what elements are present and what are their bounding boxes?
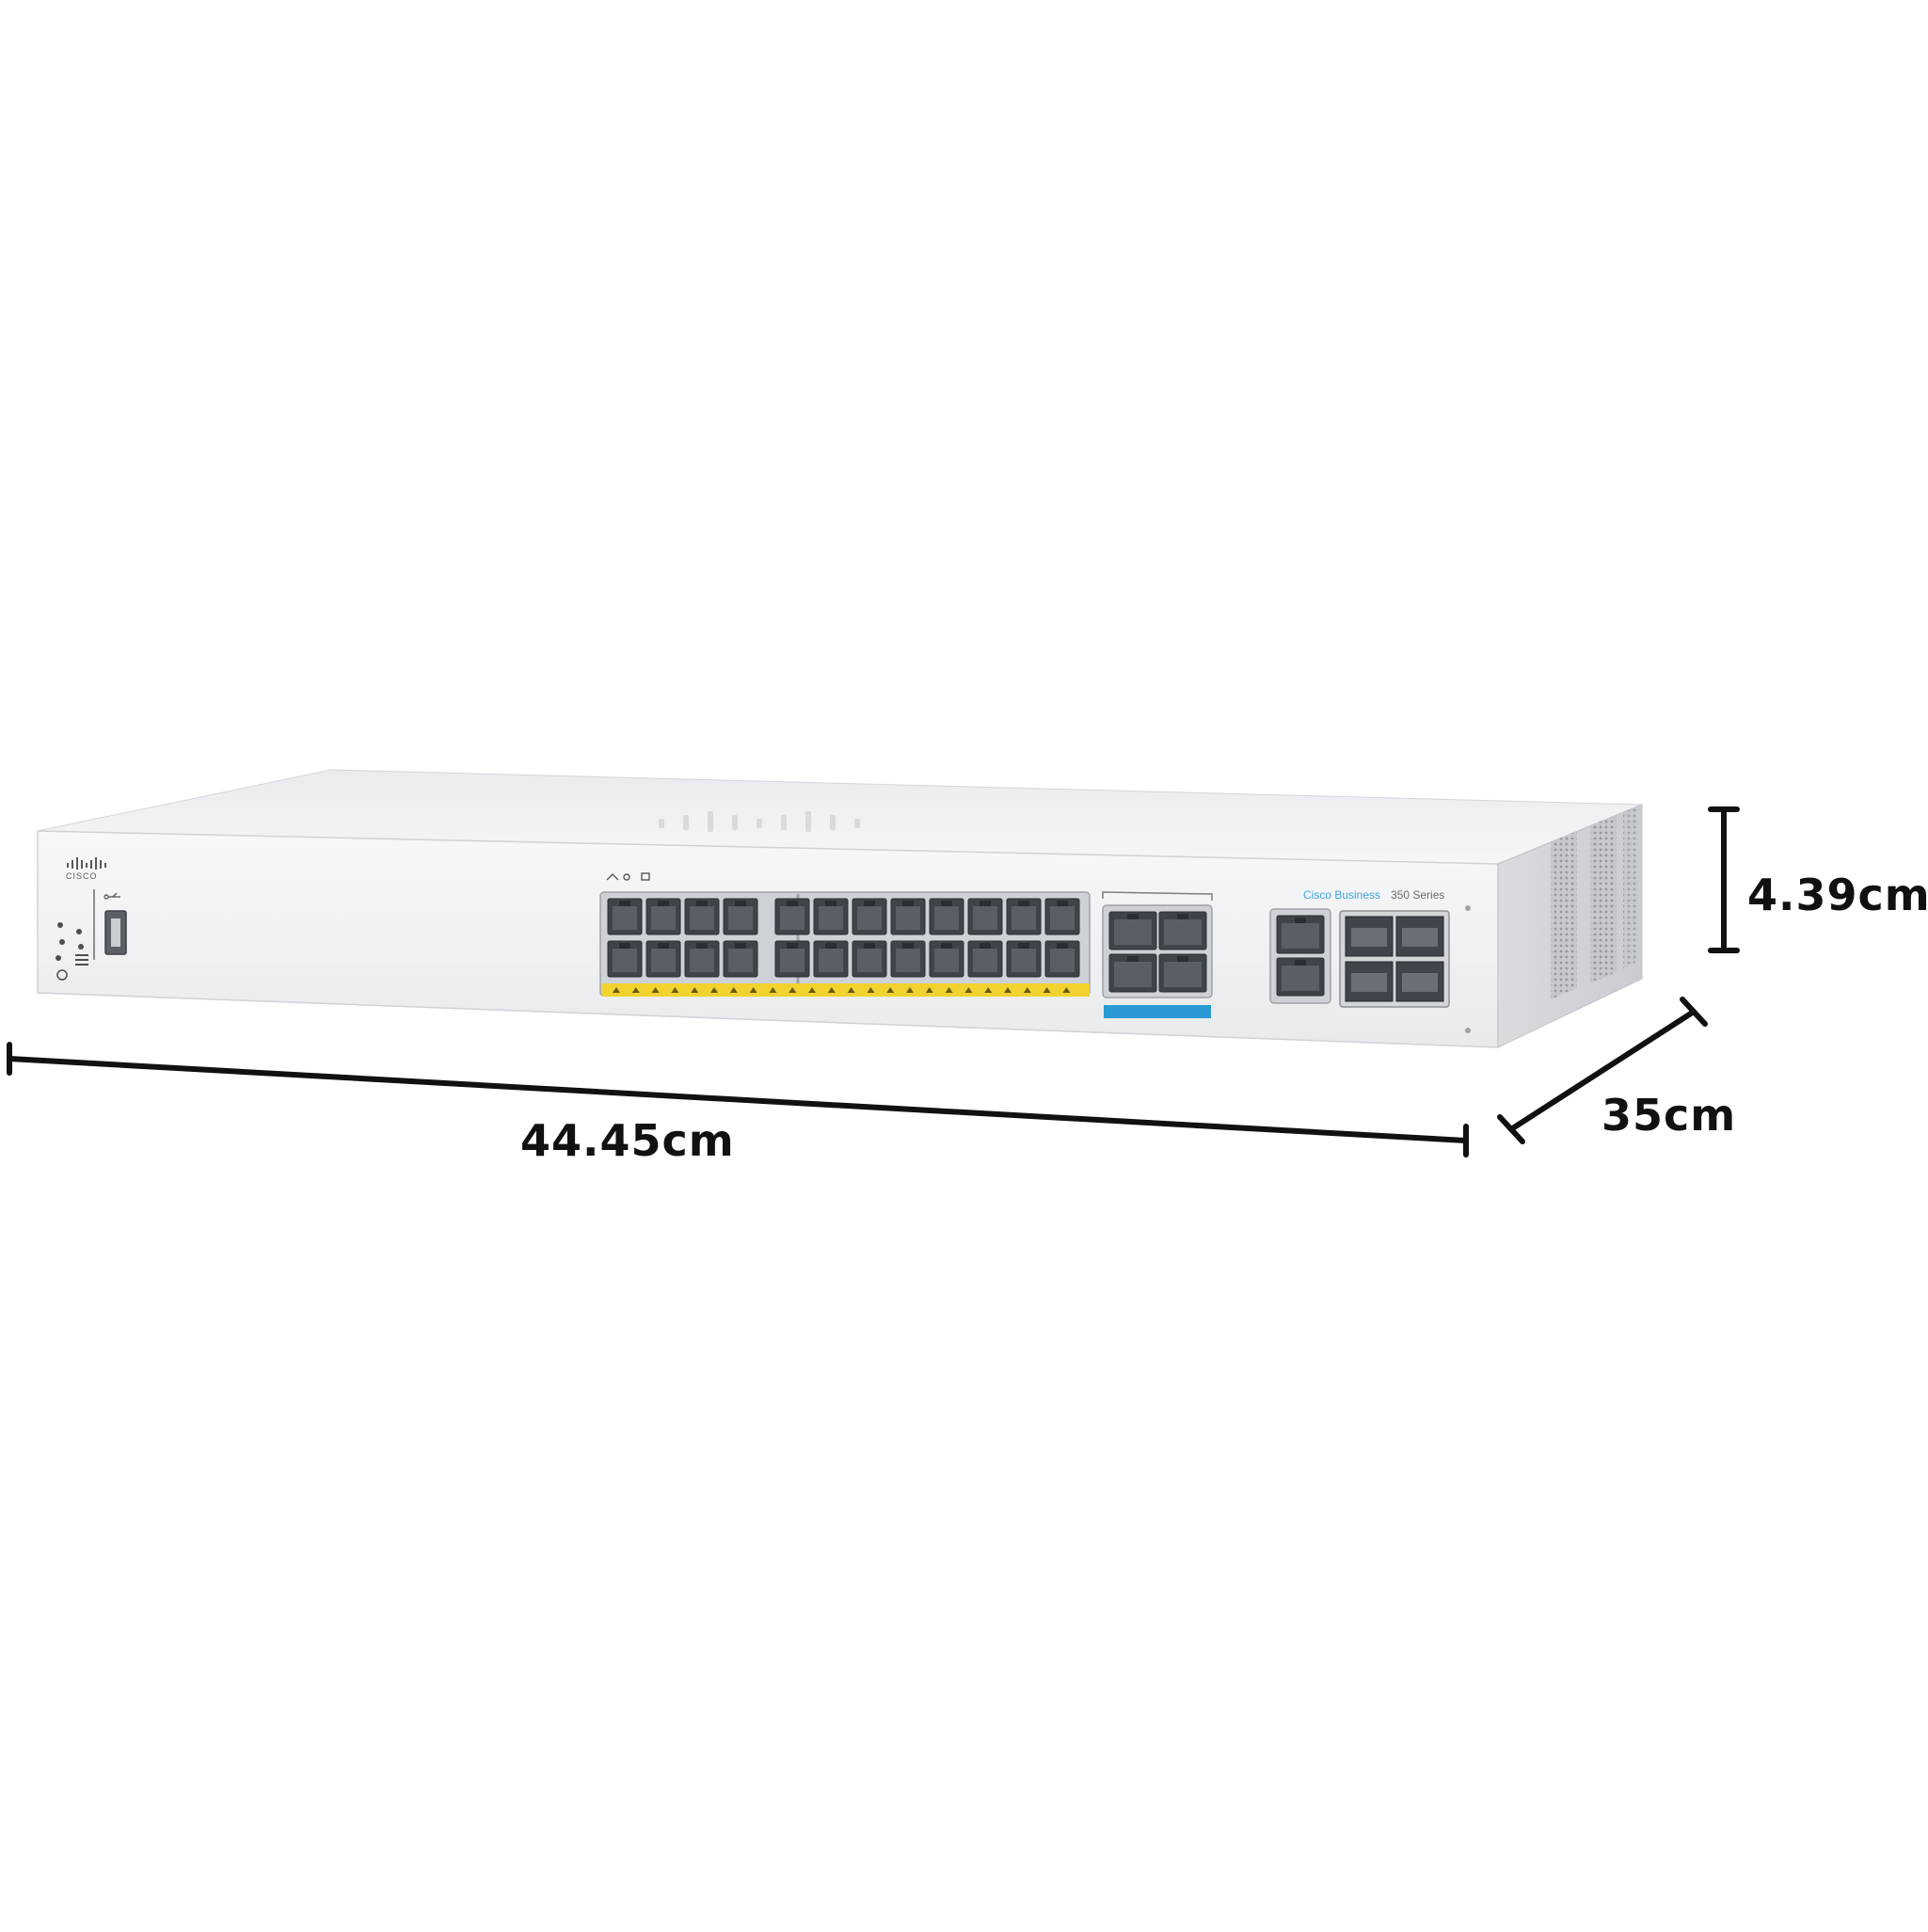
vent-grille-icon — [1590, 815, 1617, 983]
height-dimension-label: 4.39cm — [1747, 870, 1928, 920]
height-dimension-line — [1708, 806, 1740, 953]
poe-port-marker — [769, 987, 777, 993]
rj45-port-icon — [645, 898, 681, 935]
poe-port-marker — [1004, 987, 1012, 993]
poe-port-marker — [867, 987, 875, 993]
rj45-port-icon — [1276, 915, 1325, 954]
rj45-port-icon — [684, 898, 720, 935]
front-screw-icon — [1465, 905, 1471, 911]
rj45-port-icon — [1108, 911, 1157, 950]
poe-port-marker — [964, 987, 973, 993]
vent-grille-icon — [1623, 806, 1637, 968]
sfp-port-icon — [1395, 916, 1444, 957]
poe-port-marker — [1062, 987, 1071, 993]
poe-port-marker — [631, 987, 640, 993]
rj45-port-icon — [1108, 953, 1157, 993]
front-screw-icon — [1465, 1028, 1471, 1033]
poe-port-marker — [1023, 987, 1031, 993]
poe-port-marker — [1043, 987, 1051, 993]
rj45-port-icon — [967, 940, 1003, 978]
port-header-icons — [606, 872, 650, 881]
rj45-port-icon — [929, 940, 964, 978]
poe-port-marker — [984, 987, 993, 993]
rj45-port-icon — [1006, 940, 1042, 978]
usb-symbol-icon — [104, 892, 120, 900]
rj45-port-group-uplink — [1108, 911, 1207, 993]
poe-port-marker — [749, 987, 757, 993]
rj45-port-icon — [723, 940, 758, 978]
rj45-port-icon — [813, 898, 849, 935]
poe-port-marker — [827, 987, 836, 993]
poe-port-marker — [886, 987, 895, 993]
cisco-logo-icon — [67, 857, 106, 870]
poe-port-marker — [945, 987, 953, 993]
rj45-port-icon — [890, 898, 926, 935]
rj45-port-icon — [929, 898, 964, 935]
poe-port-marker — [925, 987, 933, 993]
sfp-port-icon — [1345, 916, 1394, 957]
usb-port-icon — [104, 910, 127, 955]
uplink-indicator-strip — [1104, 1005, 1211, 1018]
rj45-port-icon — [774, 898, 810, 935]
rj45-port-icon — [967, 898, 1003, 935]
sfp-port-icon — [1345, 961, 1394, 1002]
series-name-label: 350 Series — [1391, 888, 1445, 902]
rj45-port-icon — [1158, 953, 1207, 993]
rj45-port-icon — [723, 898, 758, 935]
poe-indicator-strip — [602, 983, 1090, 997]
poe-port-marker — [710, 987, 718, 993]
rj45-port-icon — [852, 898, 887, 935]
width-dimension-line — [7, 1042, 1469, 1158]
rj45-port-icon — [607, 898, 643, 935]
poe-port-marker — [691, 987, 699, 993]
rj45-port-icon — [890, 940, 926, 978]
status-led-icon — [56, 922, 88, 981]
rj45-port-icon — [813, 940, 849, 978]
poe-port-marker — [613, 987, 620, 993]
poe-port-marker — [808, 987, 816, 993]
poe-port-marker — [671, 987, 679, 993]
top-embossed-logo — [659, 811, 860, 832]
rj45-port-group-combo — [1276, 915, 1325, 997]
rj45-port-group-main — [607, 898, 1080, 978]
poe-port-marker — [789, 987, 797, 993]
logo-text: CISCO — [66, 871, 98, 881]
depth-dimension-line — [1497, 997, 1708, 1144]
series-brand-label: Cisco Business — [1303, 888, 1381, 902]
poe-port-markers — [613, 987, 1071, 993]
poe-port-marker — [847, 987, 855, 993]
rj45-port-icon — [774, 940, 810, 978]
vent-grille-icon — [1551, 831, 1577, 999]
rj45-port-icon — [1006, 898, 1042, 935]
poe-port-marker — [906, 987, 914, 993]
rj45-port-icon — [1044, 940, 1080, 978]
rj45-port-icon — [1044, 898, 1080, 935]
poe-port-marker — [651, 987, 660, 993]
rj45-port-icon — [852, 940, 887, 978]
uplink-bracket — [1102, 891, 1213, 901]
rj45-port-icon — [1158, 911, 1207, 950]
rj45-port-icon — [607, 940, 643, 978]
sfp-port-icon — [1395, 961, 1444, 1002]
poe-port-marker — [729, 987, 738, 993]
width-dimension-label: 44.45cm — [520, 1115, 735, 1166]
rj45-port-icon — [645, 940, 681, 978]
sfp-port-group — [1345, 916, 1444, 1002]
rj45-port-icon — [684, 940, 720, 978]
depth-dimension-label: 35cm — [1601, 1090, 1737, 1141]
rj45-port-icon — [1276, 957, 1325, 997]
